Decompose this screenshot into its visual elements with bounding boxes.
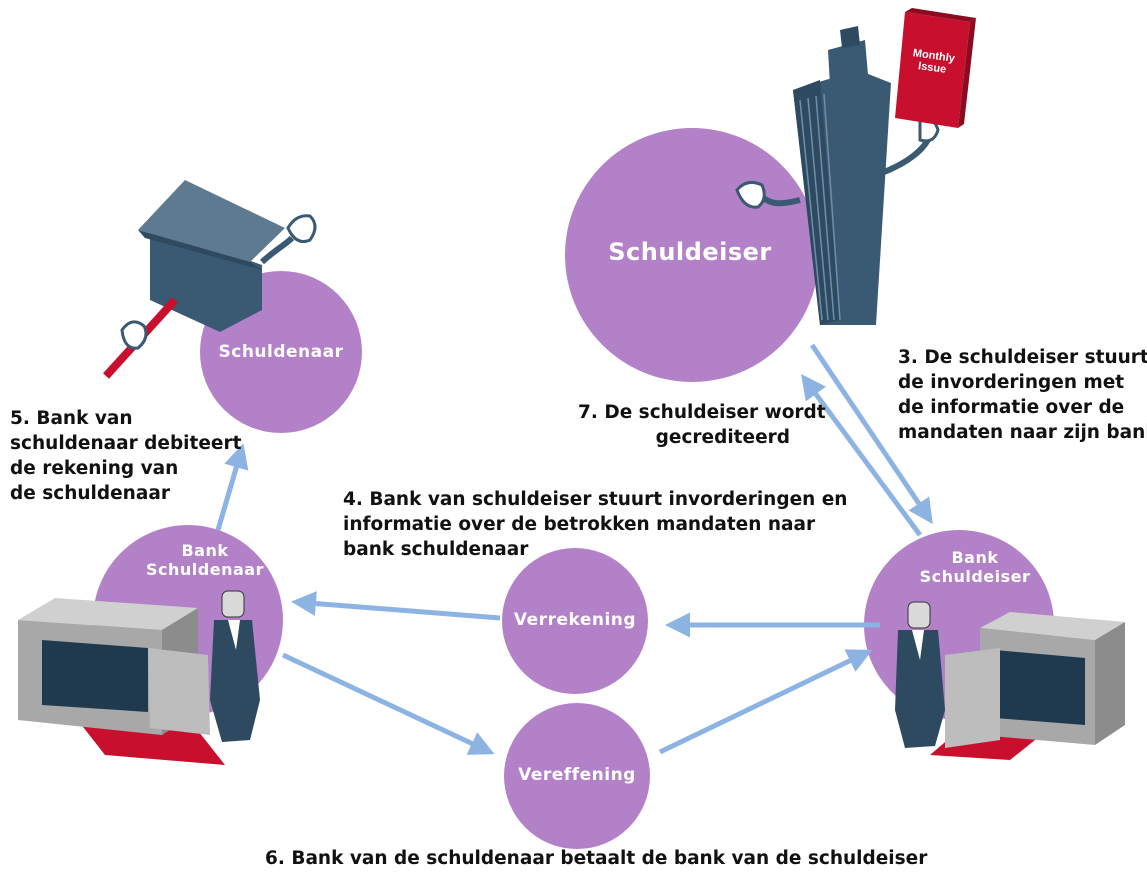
step-4-line3: bank schuldenaar: [343, 539, 529, 560]
step-4-line1: 4. Bank van schuldeiser stuurt invorderi…: [343, 489, 848, 510]
step-3-line2: de invorderingen met: [898, 372, 1125, 393]
step-3-text: 3. De schuldeiser stuurt de invorderinge…: [898, 345, 1147, 445]
bank-schuldeiser-line1: Bank: [951, 548, 999, 567]
arrow-verrekening-to-bank: [291, 591, 501, 621]
schuldeiser-label: Schuldeiser: [608, 238, 772, 266]
step-4-text: 4. Bank van schuldeiser stuurt invorderi…: [343, 487, 847, 562]
safe-left-icon: [18, 598, 225, 765]
bank-schuldenaar-label: Bank Schuldenaar: [140, 541, 270, 579]
step-3-line3: de informatie over de: [898, 397, 1125, 418]
bank-schuldeiser-line2: Schuldeiser: [919, 567, 1031, 586]
bank-schuldeiser-label: Bank Schuldeiser: [910, 548, 1040, 586]
vereffening-label: Vereffening: [518, 765, 636, 785]
step-5-line1: 5. Bank van: [10, 408, 133, 429]
arrow-bank-to-vereffening: [281, 652, 495, 755]
arrow-step5: [215, 443, 249, 531]
arrow-step3: [809, 343, 933, 525]
schuldenaar-label: Schuldenaar: [218, 342, 344, 362]
banker-right-icon: [895, 601, 945, 748]
monthly-issue-book-icon: [895, 8, 976, 128]
step-5-line3: de rekening van: [10, 458, 179, 479]
arrow-step7: [801, 373, 923, 537]
safe-right-icon: [930, 612, 1125, 760]
step-3-line4: mandaten naar zijn bank: [898, 422, 1147, 443]
step-3-line1: 3. De schuldeiser stuurt: [898, 347, 1147, 368]
step-7-line2: gecrediteerd: [655, 427, 790, 448]
banker-left-icon: [210, 590, 260, 742]
verrekening-label: Verrekening: [513, 610, 637, 630]
step-5-line4: de schuldenaar: [10, 483, 170, 504]
step-5-text: 5. Bank van schuldenaar debiteert de rek…: [10, 406, 241, 506]
step-5-line2: schuldenaar debiteert: [10, 433, 242, 454]
arrow-vereffening-to-bank: [658, 649, 873, 755]
house-icon: [103, 180, 317, 379]
step-4-line2: informatie over de betrokken mandaten na…: [343, 514, 816, 535]
vereffening-circle: [504, 703, 650, 849]
step-7-line1: 7. De schuldeiser wordt: [578, 402, 826, 423]
step-7-text: 7. De schuldeiser wordt gecrediteerd: [578, 400, 826, 450]
verrekening-circle: [502, 548, 648, 694]
bank-schuldenaar-line2: Schuldenaar: [146, 560, 264, 579]
bank-schuldenaar-line1: Bank: [181, 541, 229, 560]
step-6-text: 6. Bank van de schuldenaar betaalt de ba…: [265, 848, 928, 869]
